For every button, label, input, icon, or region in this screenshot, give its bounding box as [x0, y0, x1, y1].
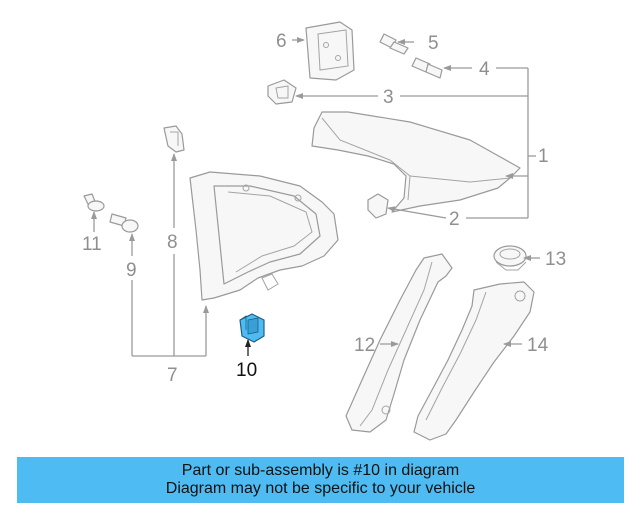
callout-14[interactable]: 14 [527, 335, 549, 356]
callout-6[interactable]: 6 [276, 31, 287, 52]
part-10-clip-highlighted[interactable] [239, 313, 265, 343]
part-12-pillar-trim[interactable] [345, 253, 453, 433]
part-8-clip[interactable] [163, 125, 185, 153]
part-1-upper-trim-panel[interactable] [311, 111, 521, 213]
callout-8[interactable]: 8 [167, 232, 178, 253]
part-9-screw[interactable] [109, 213, 139, 233]
callout-labels: 1 2 3 4 5 6 7 8 9 10 11 12 13 14 [82, 31, 566, 386]
callout-12[interactable]: 12 [354, 335, 375, 356]
callout-10[interactable]: 10 [236, 360, 257, 381]
part-4-screw[interactable] [411, 57, 443, 79]
part-3-clip[interactable] [267, 79, 297, 105]
leader-lines [91, 37, 540, 357]
callout-9[interactable]: 9 [126, 260, 137, 281]
info-banner: Part or sub-assembly is #10 in diagram D… [17, 457, 624, 503]
callout-2[interactable]: 2 [449, 209, 460, 230]
part-13-grommet[interactable] [493, 245, 527, 271]
callout-5[interactable]: 5 [428, 33, 439, 54]
callout-11[interactable]: 11 [82, 234, 102, 255]
callout-1[interactable]: 1 [538, 146, 549, 167]
part-14-pillar-trim[interactable] [413, 281, 535, 441]
callout-4[interactable]: 4 [479, 59, 490, 80]
banner-line-disclaimer: Diagram may not be specific to your vehi… [165, 480, 476, 497]
callout-3[interactable]: 3 [383, 87, 394, 108]
part-2-clip[interactable] [367, 193, 389, 219]
part-6-bracket[interactable] [305, 21, 355, 81]
callout-13[interactable]: 13 [545, 249, 566, 270]
part-5-bolt[interactable] [379, 33, 409, 55]
callout-7[interactable]: 7 [167, 365, 178, 386]
part-7-lower-trim-panel[interactable] [189, 171, 339, 301]
banner-line-part-number: Part or sub-assembly is #10 in diagram [181, 462, 460, 479]
part-11-bolt[interactable] [83, 193, 105, 212]
